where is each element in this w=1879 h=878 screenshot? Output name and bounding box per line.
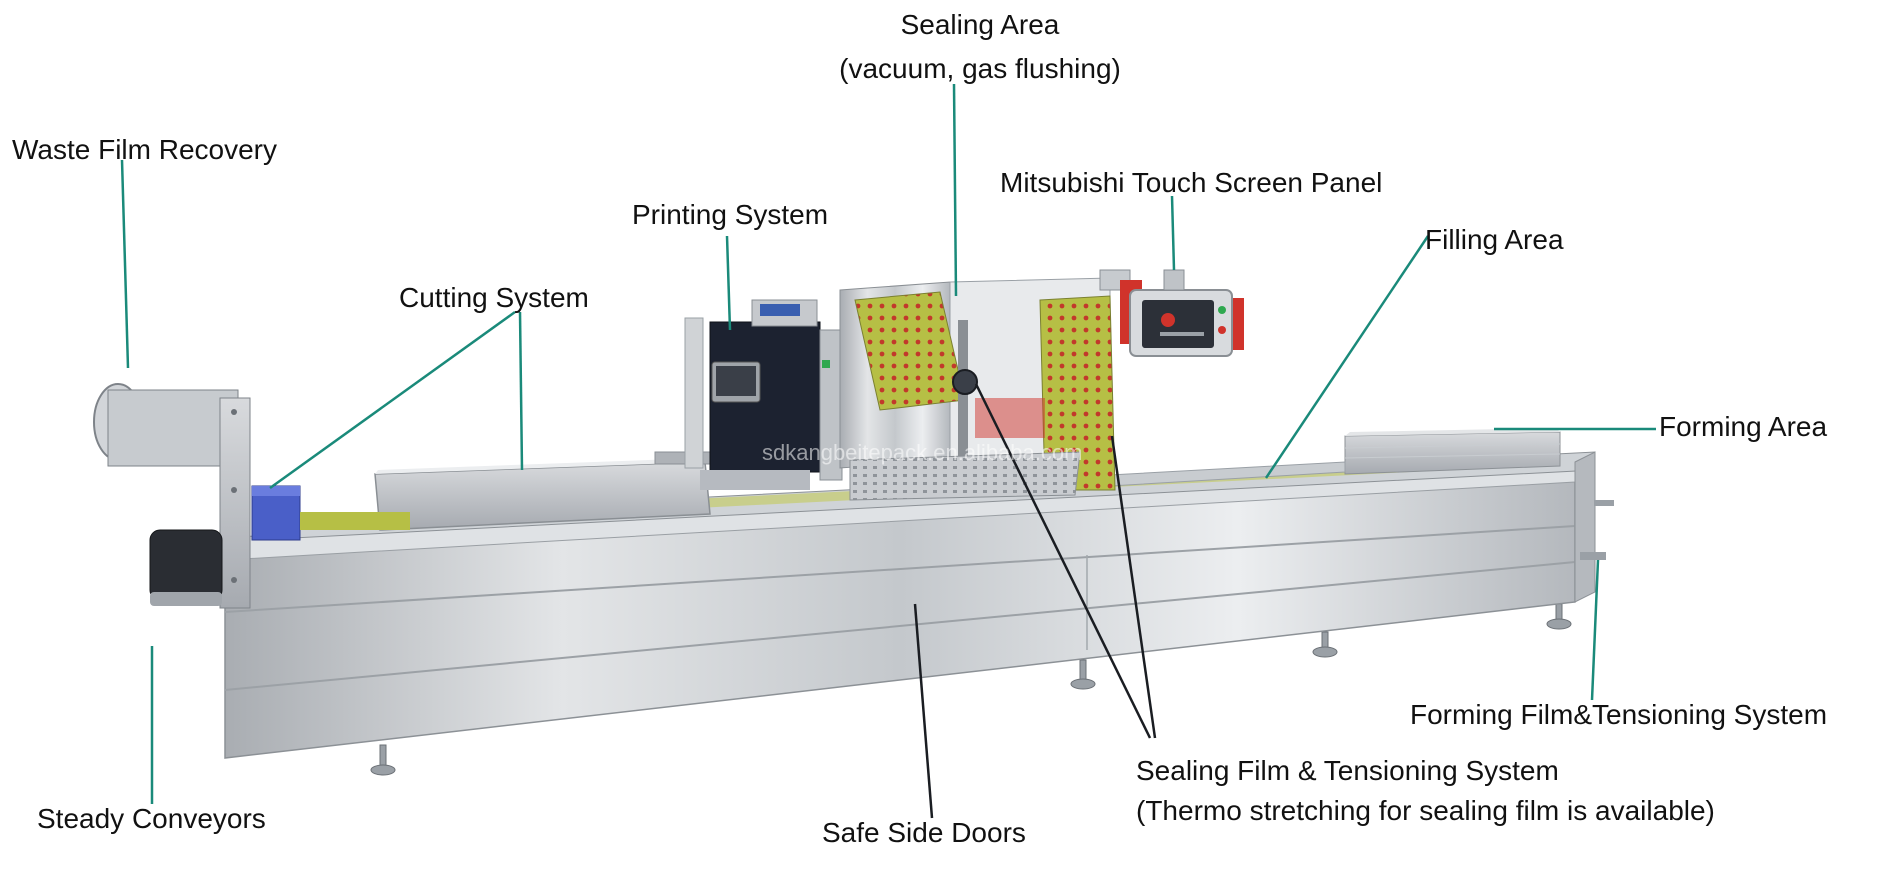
label-sealing-area: Sealing Area (vacuum, gas flushing): [810, 8, 1150, 86]
leader-cutting-left: [269, 310, 516, 490]
leader-lines: [120, 83, 1656, 804]
steady-conveyor: [149, 529, 223, 606]
leader-cutting-right: [518, 311, 524, 471]
label-sealing-area-line2: (vacuum, gas flushing): [839, 53, 1121, 84]
right-end-plate: [1574, 451, 1614, 603]
label-printing-system: Printing System: [632, 199, 829, 230]
label-forming-area: Forming Area: [1659, 411, 1828, 442]
forming-box: [1344, 428, 1561, 475]
touch-screen-panel: [1120, 269, 1244, 357]
leader-filling: [1264, 235, 1430, 479]
leader-safe-side-doors: [913, 603, 934, 819]
machine-legs: [370, 603, 1572, 776]
label-waste-film-recovery: Waste Film Recovery: [12, 134, 278, 165]
leader-sealing-film-1: [974, 383, 1152, 739]
label-sealing-film-line1: Sealing Film & Tensioning System: [1136, 755, 1559, 786]
label-sealing-film-line2: (Thermo stretching for sealing film is a…: [1136, 795, 1715, 826]
leader-sealing-area: [952, 83, 958, 297]
watermark: sdkangbeitepack.en.alibaba.com: [762, 440, 1083, 465]
leader-forming-film: [1590, 559, 1600, 701]
label-steady-conveyors: Steady Conveyors: [37, 803, 266, 834]
leader-waste-film: [120, 159, 130, 369]
label-filling-area: Filling Area: [1425, 224, 1564, 255]
label-forming-film-tensioning: Forming Film&Tensioning System: [1410, 699, 1828, 730]
leader-printing: [725, 235, 732, 331]
label-touch-screen-panel: Mitsubishi Touch Screen Panel: [1000, 167, 1383, 198]
label-safe-side-doors: Safe Side Doors: [822, 817, 1026, 848]
waste-recovery-assembly: [93, 383, 410, 609]
label-sealing-area-line1: Sealing Area: [900, 9, 1060, 40]
leader-sealing-film-2: [1110, 435, 1157, 739]
label-cutting-system: Cutting System: [399, 282, 589, 313]
label-sealing-film-tensioning: Sealing Film & Tensioning System (Thermo…: [1136, 754, 1715, 828]
leader-touch-screen: [1170, 195, 1176, 271]
printing-cabinet: [684, 299, 843, 490]
leader-lines-dark: [913, 383, 1157, 819]
